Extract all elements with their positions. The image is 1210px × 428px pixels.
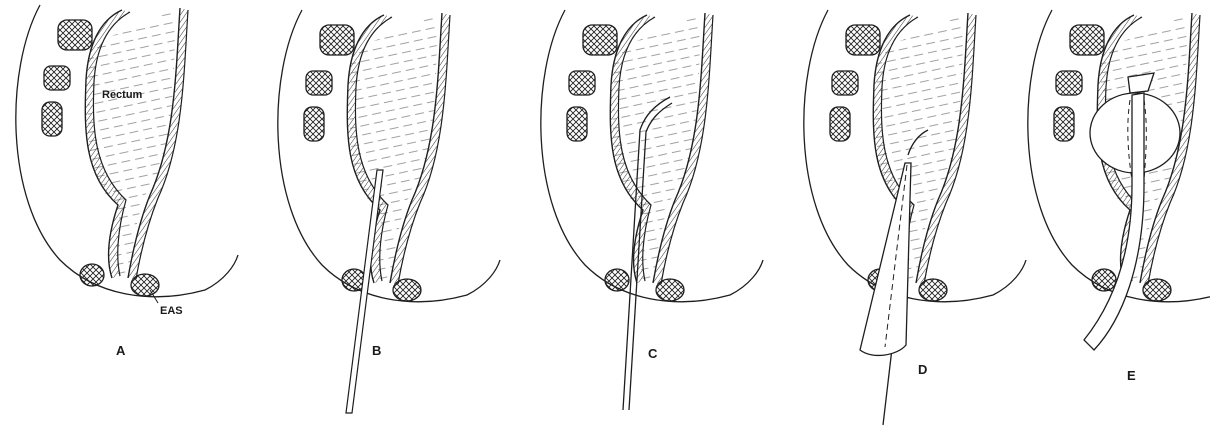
panel-label-a: A <box>116 343 125 358</box>
panel-b-illustration <box>278 10 500 413</box>
panel-label-e: E <box>1127 368 1136 383</box>
eas-label: EAS <box>160 305 183 317</box>
panel-e-illustration <box>1028 10 1210 350</box>
panel-d-illustration <box>804 10 1026 425</box>
panel-a-illustration <box>16 5 238 303</box>
panel-label-d: D <box>918 362 927 377</box>
panel-label-b: B <box>372 343 381 358</box>
rectum-label: Rectum <box>102 89 142 101</box>
panel-label-c: C <box>648 346 657 361</box>
